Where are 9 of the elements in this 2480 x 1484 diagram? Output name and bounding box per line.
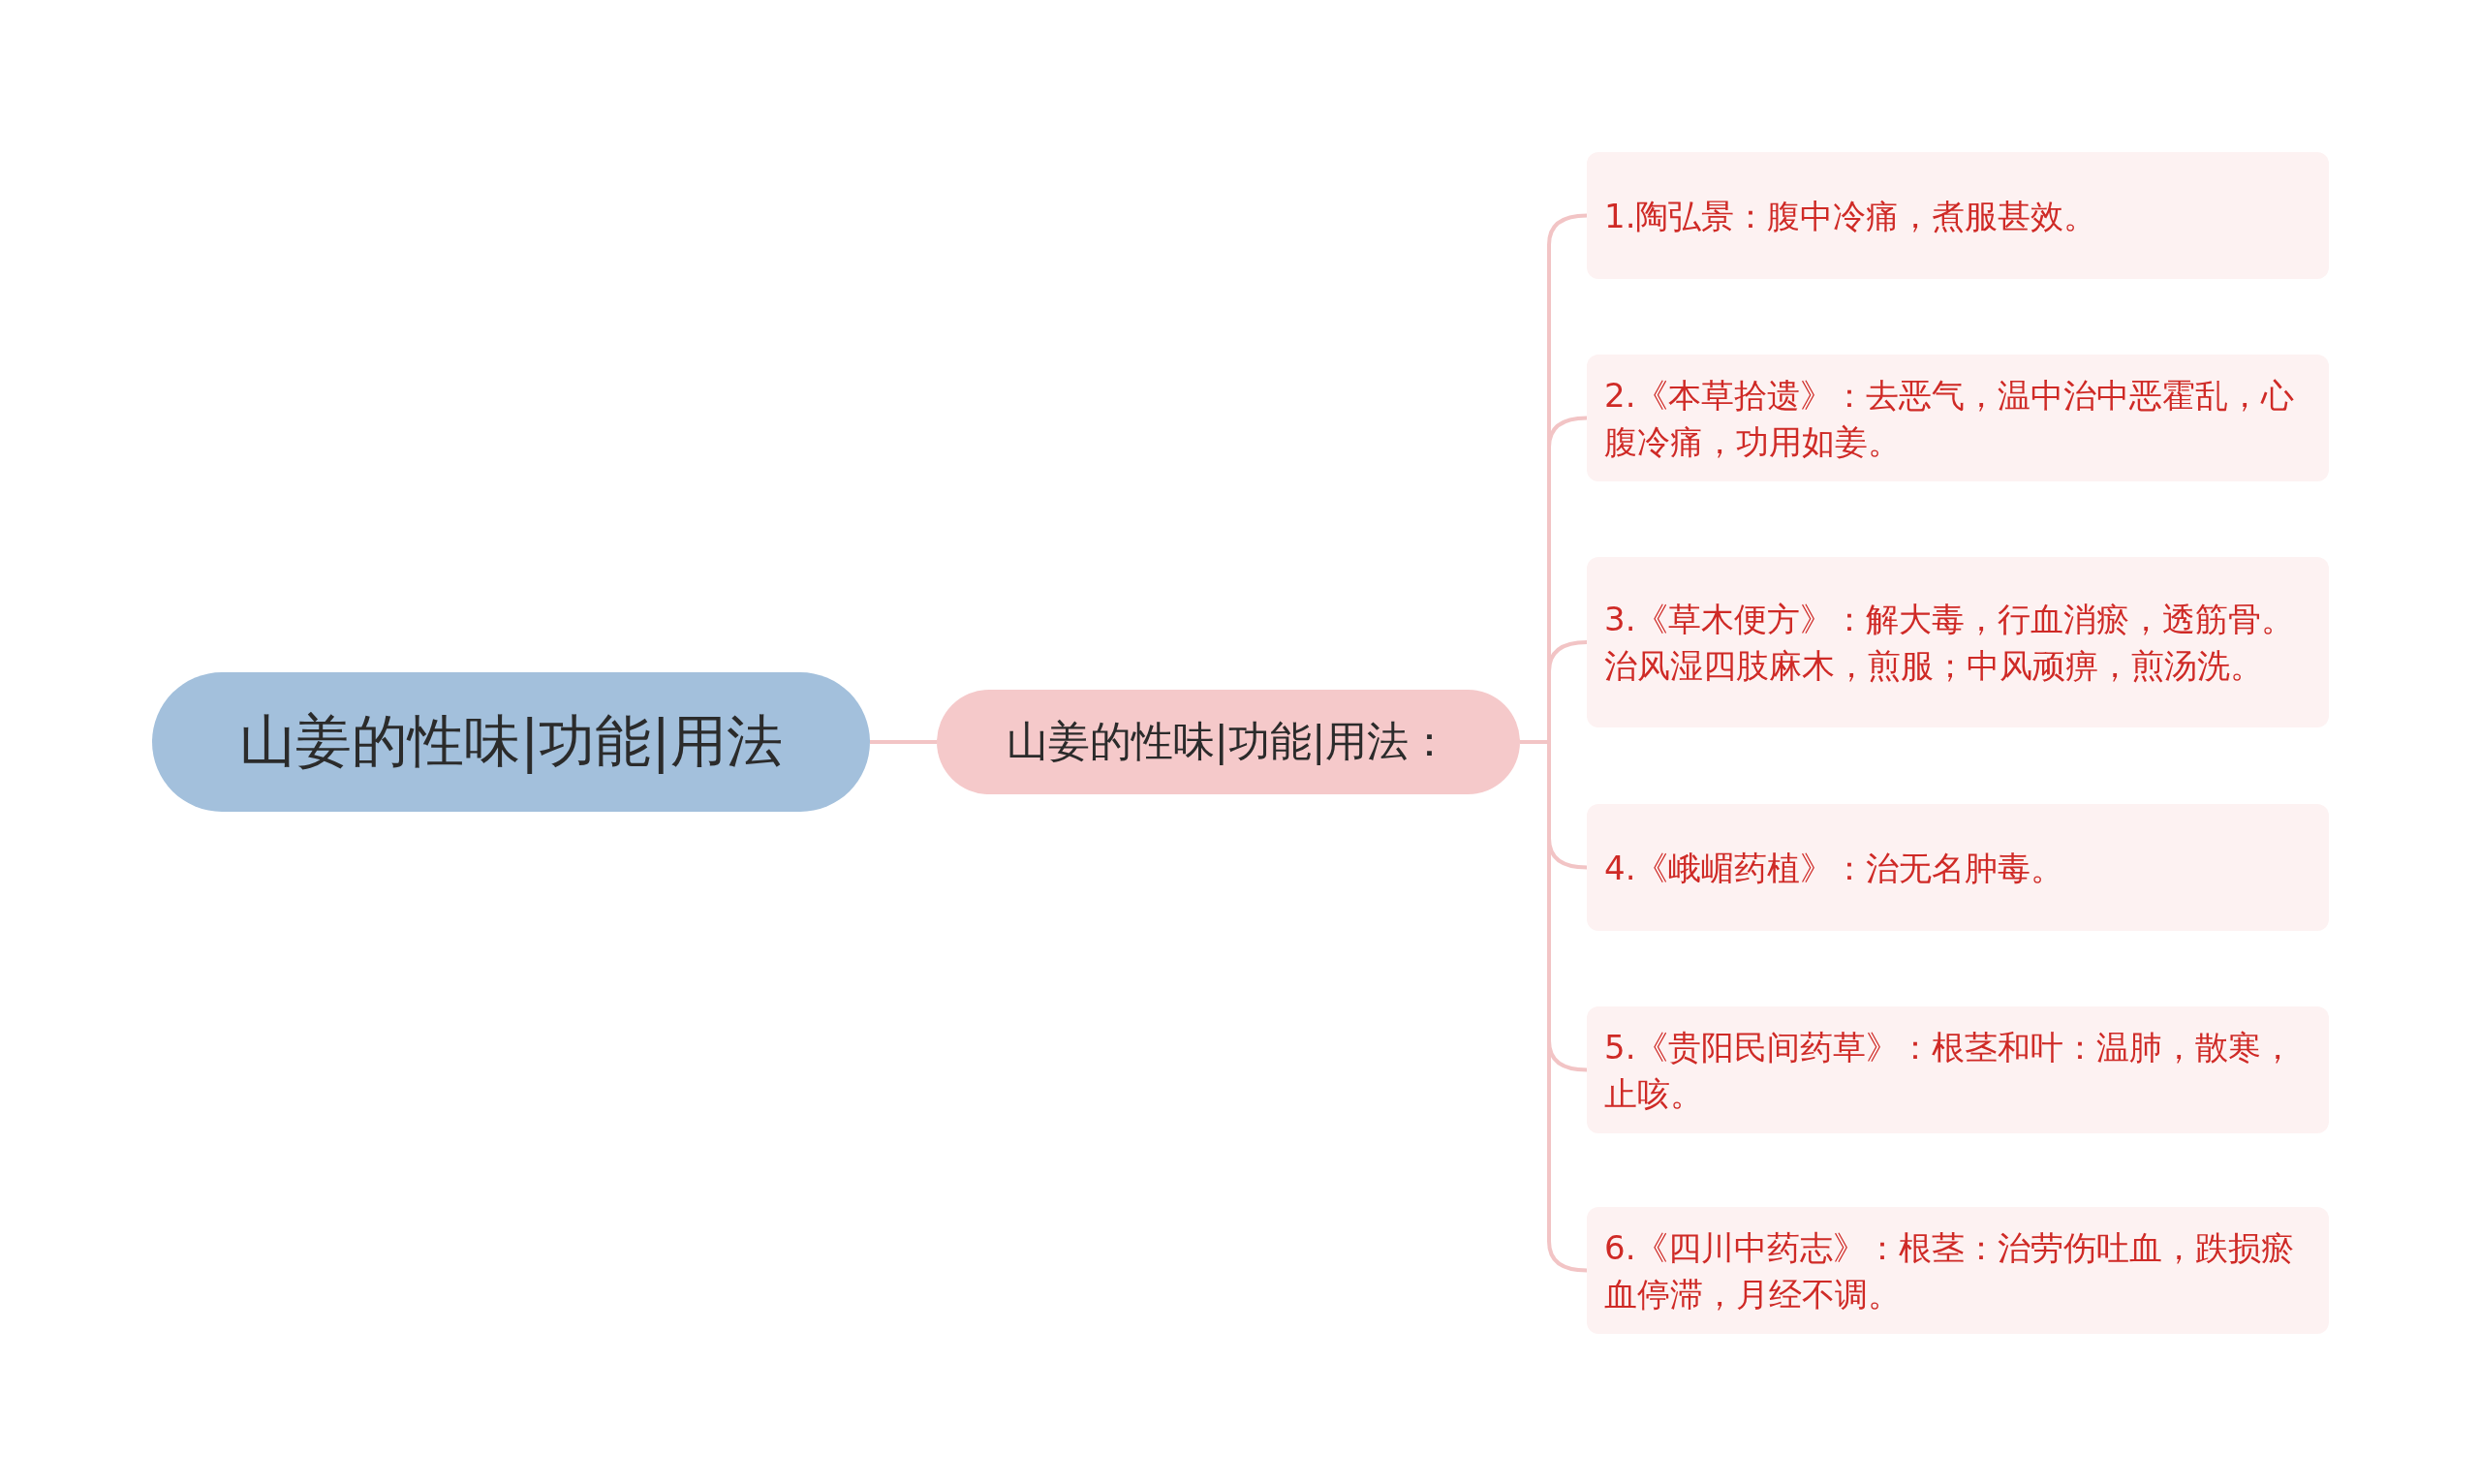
topic-box: 山姜的性味|功能|用法： bbox=[937, 690, 1520, 794]
connector-line bbox=[870, 740, 937, 744]
note-box: 3.《草木便方》：解大毒，行血消瘀，透筋骨。治风湿四肢麻木，煎服；中风顽痹，煎汤洗。 bbox=[1587, 557, 2329, 727]
note-box: 1.陶弘景：腹中冷痛，煮服甚效。 bbox=[1587, 152, 2329, 279]
root-topic-box: 山姜的性味|功能|用法 bbox=[152, 672, 870, 812]
note-box: 6.《四川中药志》：根茎：治劳伤吐血，跌损瘀血停滞，月经不调。 bbox=[1587, 1207, 2329, 1334]
note-box: 2.《本草拾遗》：去恶气，温中治中恶霍乱，心腹冷痛，功用如姜。 bbox=[1587, 355, 2329, 481]
note-box: 5.《贵阳民间药草》：根茎和叶：温肺，散寒，止咳。 bbox=[1587, 1006, 2329, 1133]
note-box: 4.《峨嵋药植》：治无名肿毒。 bbox=[1587, 804, 2329, 931]
